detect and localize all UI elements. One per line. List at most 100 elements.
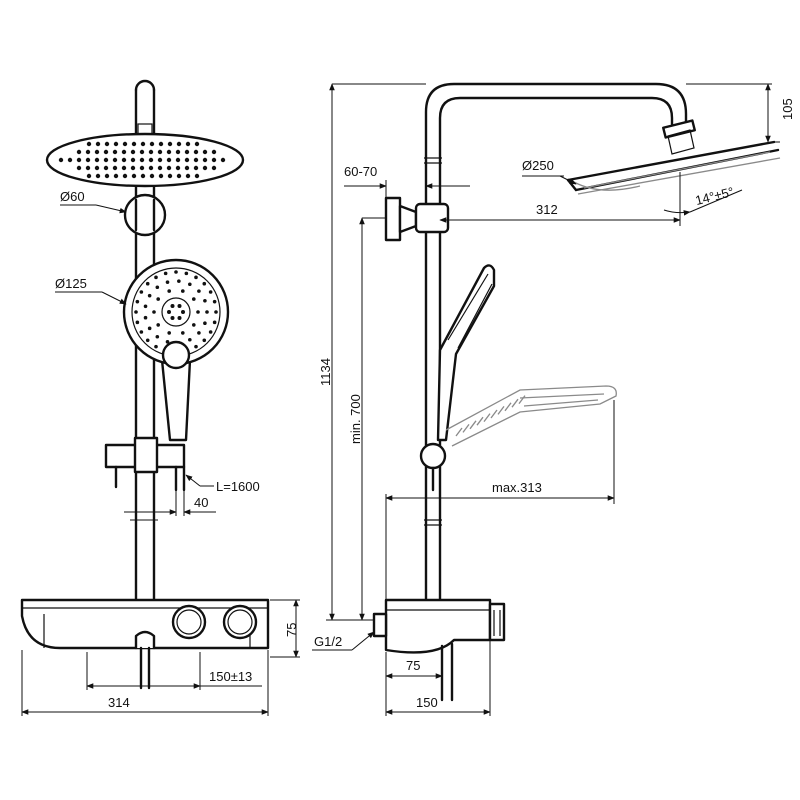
label-dim-150-13: 150±13	[209, 669, 252, 684]
nozzle-dot	[130, 157, 136, 163]
nozzle-dot	[103, 157, 109, 163]
nozzle-dot	[208, 330, 213, 334]
nozzle-dot	[188, 337, 192, 342]
nozzle-dot	[154, 275, 158, 280]
nozzle-dot	[95, 141, 101, 147]
nozzle-dot	[147, 293, 152, 298]
nozzle-dot	[205, 310, 209, 314]
nozzle-dot	[143, 315, 148, 320]
nozzle-dot	[58, 157, 64, 163]
nozzle-dot	[155, 285, 160, 290]
nozzle-dot	[180, 289, 185, 293]
nozzle-dot	[156, 323, 161, 327]
ghost-hatch-line	[476, 416, 484, 426]
nozzle-dot	[191, 297, 196, 301]
nozzle-dot	[202, 149, 208, 155]
label-dim-75-front: 75	[284, 623, 299, 637]
nozzle-dot	[139, 157, 145, 163]
nozzle-dot	[174, 270, 178, 274]
nozzle-dot	[212, 299, 217, 304]
nozzle-dot	[180, 331, 185, 335]
nozzle-dot	[139, 330, 144, 334]
nozzle-dot	[197, 289, 201, 293]
nozzle-dot	[76, 149, 82, 155]
nozzle-dot	[191, 323, 196, 327]
nozzle-dot	[202, 157, 208, 163]
nozzle-dot	[170, 316, 175, 321]
side-rain-shower-head	[566, 119, 781, 195]
front-hand-shower	[122, 258, 230, 442]
ghost-hatch-line	[497, 406, 505, 415]
nozzle-dot	[194, 275, 198, 280]
label-diameter-125: Ø125	[55, 276, 87, 291]
nozzle-dot	[211, 157, 217, 163]
nozzle-dot	[104, 173, 110, 179]
ghost-hatch-line	[483, 413, 491, 422]
nozzle-dot	[145, 338, 150, 343]
label-dim-1134: 1134	[318, 358, 333, 386]
nozzle-dot	[158, 173, 164, 179]
nozzle-dot	[112, 157, 118, 163]
nozzle-dot	[145, 281, 150, 286]
nozzle-dot	[203, 321, 207, 325]
nozzle-dot	[122, 173, 128, 179]
nozzle-dot	[135, 320, 140, 325]
nozzle-dot	[167, 289, 172, 293]
nozzle-dot	[166, 157, 172, 163]
nozzle-dot	[121, 157, 127, 163]
nozzle-dot	[194, 141, 200, 147]
nozzle-dot	[103, 165, 109, 171]
nozzle-dot	[185, 173, 191, 179]
nozzle-dot	[176, 173, 182, 179]
nozzle-dot	[155, 334, 160, 339]
ghost-hatch-line	[511, 398, 519, 408]
nozzle-dot	[193, 157, 199, 163]
label-dim-40: 40	[194, 495, 208, 510]
nozzle-dot	[167, 331, 172, 335]
nozzle-dot	[139, 290, 144, 294]
label-dim-max-313: max.313	[492, 480, 542, 495]
nozzle-dot	[94, 149, 100, 155]
front-thermostat-shelf	[20, 598, 270, 690]
nozzle-dot	[131, 141, 137, 147]
nozzle-dot	[165, 340, 170, 344]
nozzle-dot	[193, 165, 199, 171]
nozzle-dot	[197, 331, 201, 335]
ghost-hatch-line	[490, 409, 498, 419]
nozzle-dot	[193, 149, 199, 155]
nozzle-dot	[147, 326, 152, 331]
ghost-hatch-line	[455, 427, 463, 437]
nozzle-dot	[157, 157, 163, 163]
side-thermostat	[372, 598, 506, 702]
nozzle-dot	[165, 280, 170, 284]
nozzle-dot	[122, 141, 128, 147]
label-dim-min-700: min. 700	[348, 394, 363, 444]
nozzle-dot	[134, 310, 138, 314]
nozzle-dot	[194, 344, 198, 349]
label-thread: G1/2	[314, 634, 342, 649]
nozzle-dot	[131, 173, 137, 179]
nozzle-dot	[148, 165, 154, 171]
nozzle-dot	[211, 149, 217, 155]
nozzle-dot	[135, 299, 140, 304]
nozzle-dot	[112, 149, 118, 155]
side-view: 60-70 Ø250 312 14°±5° 105 1134 min. 700 …	[312, 82, 795, 716]
side-hand-shower	[436, 264, 496, 442]
front-wall-bracket	[123, 193, 167, 237]
nozzle-dot	[202, 281, 207, 286]
nozzle-dot	[94, 157, 100, 163]
nozzle-dot	[113, 141, 119, 147]
nozzle-dot	[148, 157, 154, 163]
nozzle-dot	[184, 157, 190, 163]
label-hose-length: L=1600	[216, 479, 260, 494]
nozzle-dot	[158, 141, 164, 147]
nozzle-dot	[157, 149, 163, 155]
nozzle-dot	[185, 141, 191, 147]
nozzle-dot	[86, 173, 92, 179]
nozzle-dot	[203, 299, 207, 303]
nozzle-dot	[177, 316, 182, 321]
nozzle-dot	[76, 165, 82, 171]
nozzle-dot	[85, 149, 91, 155]
front-rain-shower-head	[45, 132, 245, 188]
nozzle-dot	[94, 165, 100, 171]
